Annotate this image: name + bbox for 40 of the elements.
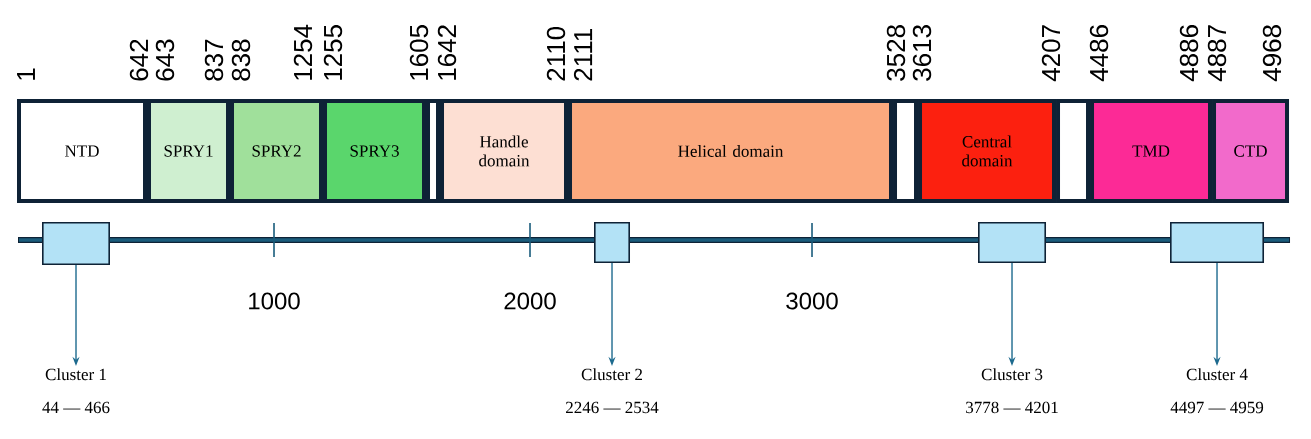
residue-number: 1605 (409, 25, 429, 80)
residue-number: 2110 (546, 26, 566, 81)
domain-box: SPRY3 (323, 99, 426, 203)
scale-label: 2000 (504, 292, 556, 310)
cluster-label: Cluster 4 4497 — 4959 (1170, 368, 1264, 414)
domain-box: SPRY2 (230, 99, 323, 203)
residue-number: 3613 (912, 25, 932, 81)
domain-box: Central domain (918, 99, 1056, 203)
residue-number: 4886 (1179, 25, 1199, 82)
residue-number: 1254 (293, 24, 313, 80)
scale-label: 1000 (249, 292, 300, 310)
residue-number: 4887 (1207, 25, 1227, 82)
domain-box: NTD (17, 99, 147, 203)
residue-number: 838 (231, 39, 251, 81)
cluster-label: Cluster 3 3778 — 4201 (966, 368, 1058, 414)
domain-box: Helical domain (568, 99, 893, 203)
linker-box (1056, 99, 1090, 203)
residue-number: 4486 (1089, 25, 1109, 82)
domain-box: TMD (1090, 99, 1212, 203)
cluster-box (1170, 222, 1264, 263)
residue-number: 4207 (1041, 25, 1061, 82)
residue-number: 1642 (437, 25, 457, 80)
domain-box: CTD (1212, 99, 1289, 203)
residue-number: 4968 (1262, 25, 1282, 82)
residue-number: 643 (155, 39, 175, 81)
cluster-box (978, 222, 1046, 263)
linker-box (893, 99, 918, 203)
residue-number: 642 (129, 39, 149, 81)
cluster-label: Cluster 1 44 — 466 (42, 368, 110, 414)
domain-box: SPRY1 (147, 99, 230, 203)
residue-number: 2111 (573, 29, 593, 81)
residue-number: 3528 (886, 25, 906, 81)
scale-label: 3000 (786, 292, 838, 310)
residue-number: 1255 (323, 25, 343, 80)
residue-number: 837 (204, 39, 224, 81)
cluster-box (594, 222, 630, 263)
domain-box: Handle domain (440, 99, 568, 203)
cluster-label: Cluster 2 2246 — 2534 (566, 368, 659, 414)
cluster-box (42, 222, 110, 265)
linker-box (426, 99, 440, 203)
